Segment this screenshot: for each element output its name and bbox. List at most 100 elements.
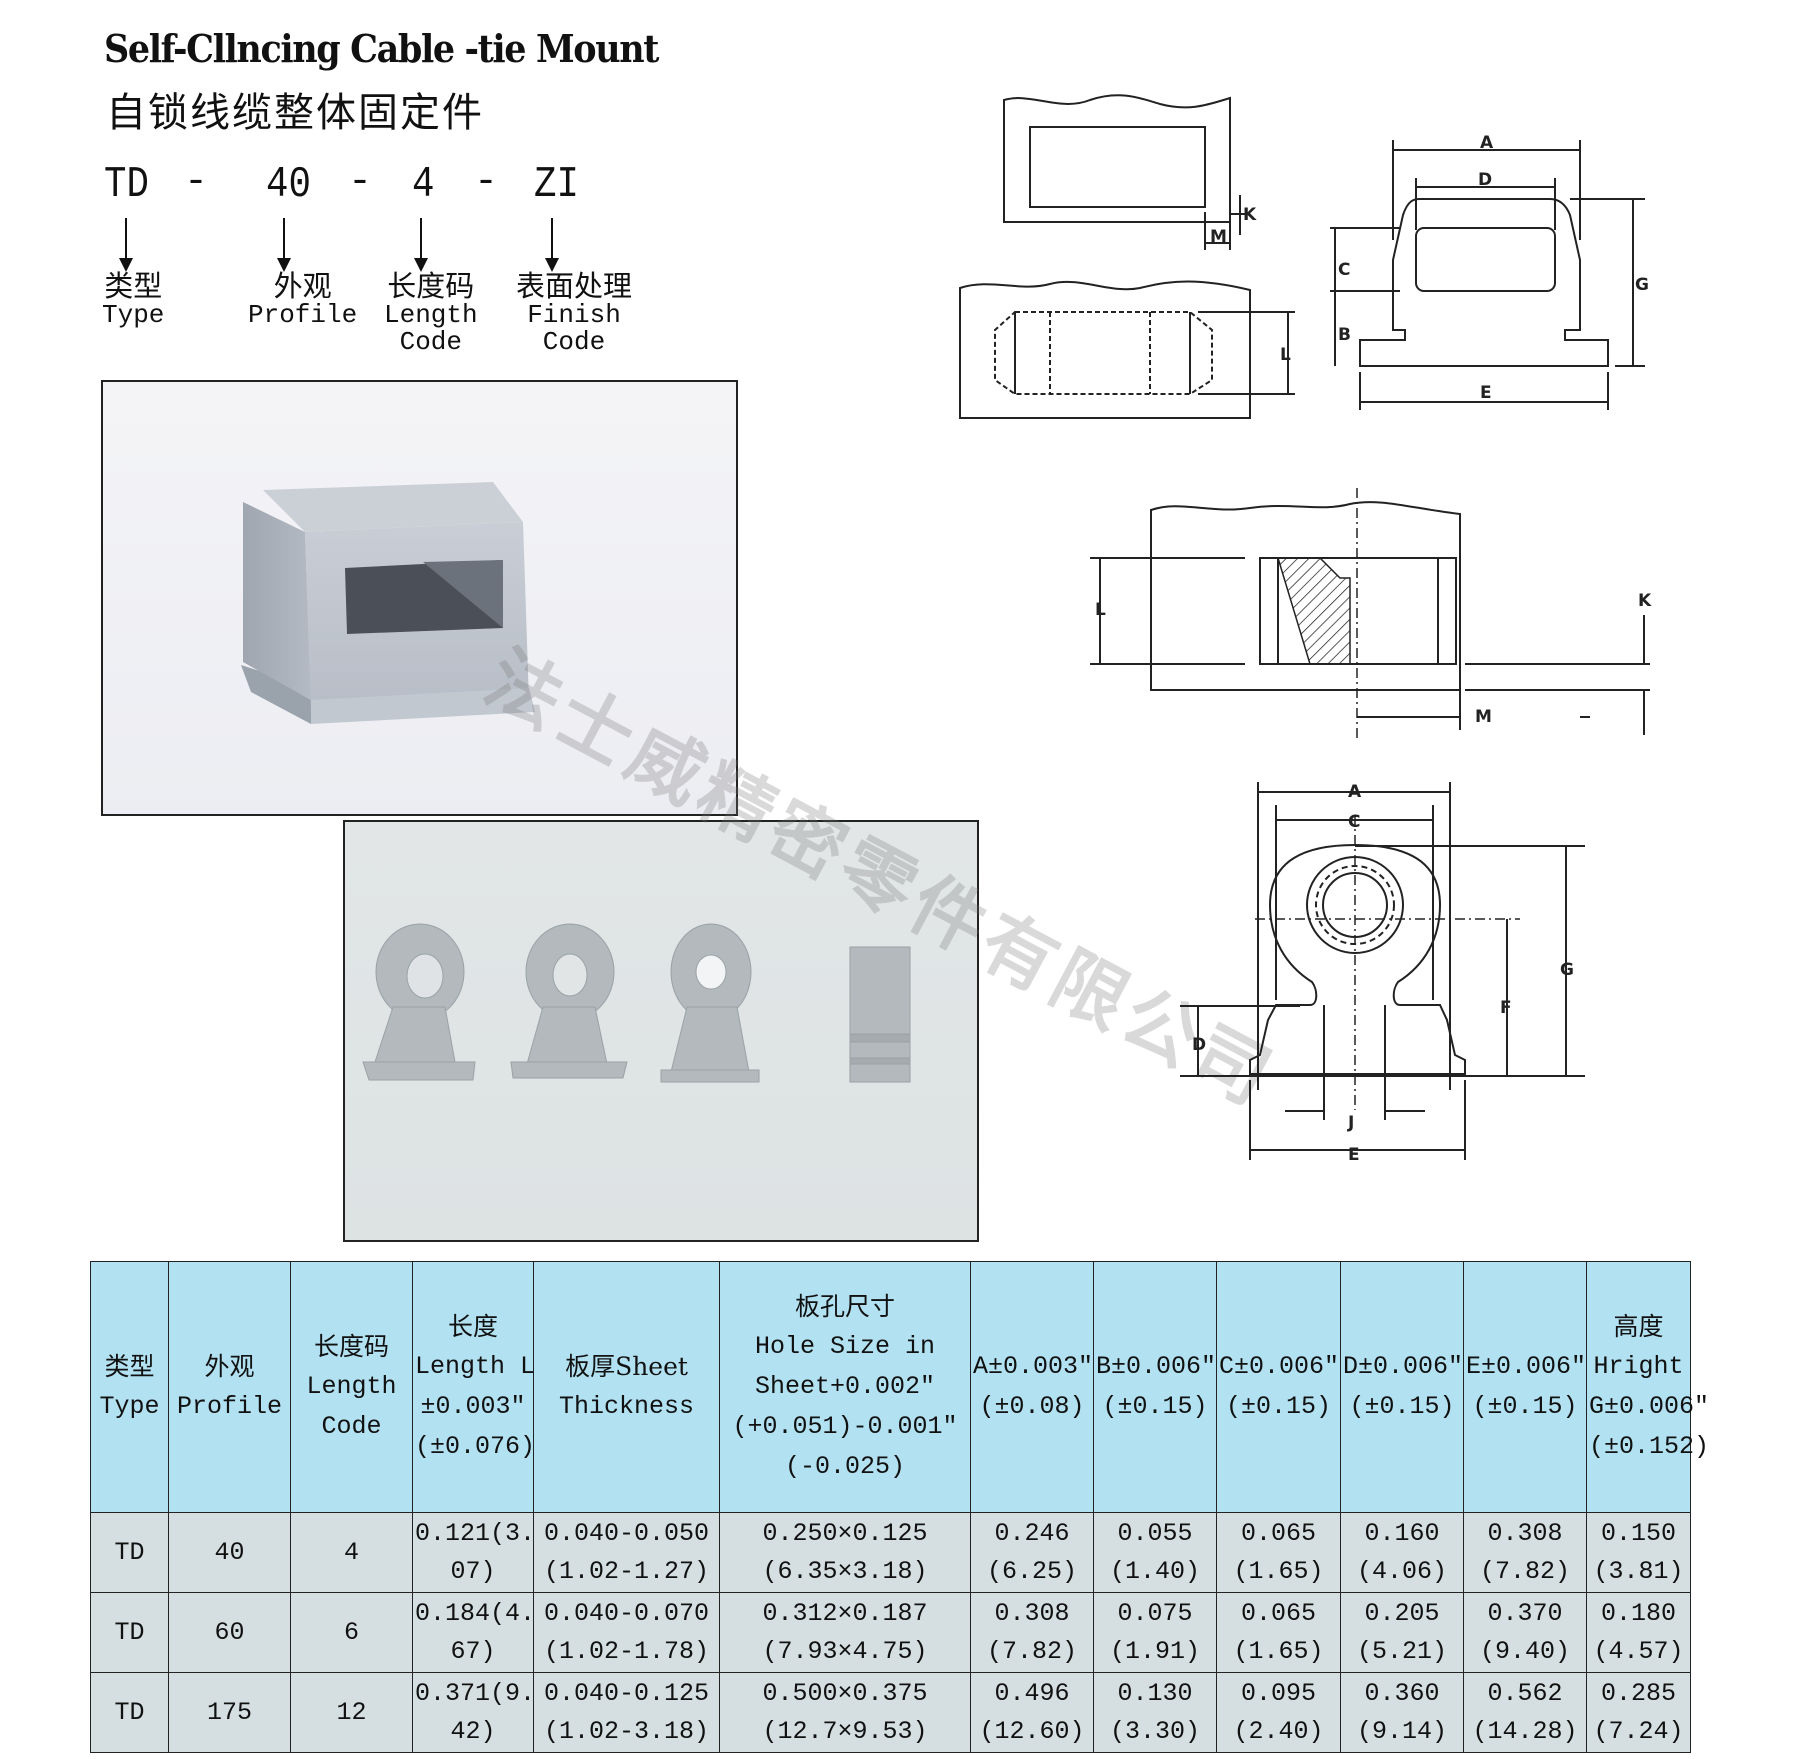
cell-length-code: 12 (290, 1672, 413, 1753)
svg-text:K: K (1638, 591, 1652, 611)
cell-profile: 60 (168, 1592, 291, 1673)
svg-text:C: C (1348, 812, 1360, 832)
legend-finish-en-1: Finish (527, 300, 621, 330)
code-type: TD (104, 160, 149, 210)
arrow-down-icon (545, 218, 559, 272)
legend-profile: 外观 Profile (248, 270, 357, 329)
code-separator: - (184, 160, 209, 205)
cell-hole-size: 0.250×0.125(6.35×3.18) (719, 1512, 971, 1593)
code-finish: ZI (534, 160, 579, 210)
product-photo-rectangular-mount (101, 380, 738, 816)
cell-dim-b: 0.075(1.91) (1093, 1592, 1217, 1673)
cell-height-g: 0.150(3.81) (1586, 1512, 1691, 1593)
title-english: Self-Cllncing Cable -tie Mount (104, 26, 659, 71)
legend-length-code: 长度码 Length Code (384, 270, 478, 356)
cell-profile: 175 (168, 1672, 291, 1753)
legend-profile-cn: 外观 (273, 269, 332, 303)
cell-dim-c: 0.065(1.65) (1216, 1512, 1341, 1593)
cell-hole-size: 0.312×0.187(7.93×4.75) (719, 1592, 971, 1673)
code-length: 4 (412, 160, 435, 210)
code-separator: - (348, 160, 373, 205)
title-chinese: 自锁线缆整体固定件 (106, 90, 484, 136)
cell-dim-b: 0.130(3.30) (1093, 1672, 1217, 1753)
cell-length-l: 0.184(4.67) (412, 1592, 535, 1673)
svg-text:E: E (1480, 383, 1492, 403)
legend-type: 类型 Type (102, 270, 164, 329)
cell-type: TD (90, 1592, 169, 1673)
round-mounts-image (362, 923, 911, 1083)
table-row: TD 40 4 0.121(3.07) 0.040-0.050(1.02-1.2… (90, 1512, 1691, 1593)
cell-dim-b: 0.055(1.40) (1093, 1512, 1217, 1593)
header-dim-e: E±0.006″(±0.15) (1463, 1261, 1587, 1513)
svg-text:A: A (1348, 782, 1362, 802)
header-dim-c: C±0.006″(±0.15) (1216, 1261, 1341, 1513)
header-dim-d: D±0.006″(±0.15) (1340, 1261, 1464, 1513)
cell-dim-d: 0.160(4.06) (1340, 1512, 1464, 1593)
svg-text:G: G (1635, 275, 1649, 295)
svg-text:F: F (1500, 998, 1512, 1018)
cell-dim-e: 0.308(7.82) (1463, 1512, 1587, 1593)
svg-text:D: D (1192, 1035, 1206, 1055)
product-photo-round-mounts (343, 820, 979, 1242)
header-dim-b: B±0.006″(±0.15) (1093, 1261, 1217, 1513)
svg-text:L: L (1095, 600, 1106, 620)
cell-height-g: 0.285(7.24) (1586, 1672, 1691, 1753)
svg-text:L: L (1280, 345, 1291, 365)
svg-text:M: M (1210, 227, 1227, 247)
cell-type: TD (90, 1672, 169, 1753)
cell-hole-size: 0.500×0.375(12.7×9.53) (719, 1672, 971, 1753)
code-profile: 40 (266, 160, 311, 210)
svg-text:J: J (1347, 1113, 1354, 1133)
cell-sheet-thickness: 0.040-0.070(1.02-1.78) (533, 1592, 720, 1673)
cell-dim-a: 0.308(7.82) (970, 1592, 1094, 1673)
cell-dim-d: 0.205(5.21) (1340, 1592, 1464, 1673)
header-dim-a: A±0.003″(±0.08) (970, 1261, 1094, 1513)
legend-profile-en: Profile (248, 300, 358, 330)
svg-text:C: C (1338, 260, 1350, 280)
dimension-drawing-icon: K M L A D C B G E L K M A C G F D J E (959, 94, 1652, 1165)
cell-sheet-thickness: 0.040-0.125(1.02-3.18) (533, 1672, 720, 1753)
code-separator: - (474, 160, 499, 205)
cell-sheet-thickness: 0.040-0.050(1.02-1.27) (533, 1512, 720, 1593)
svg-text:K: K (1243, 205, 1257, 225)
cell-dim-e: 0.562(14.28) (1463, 1672, 1587, 1753)
legend-type-cn: 类型 (104, 269, 163, 303)
cell-height-g: 0.180(4.57) (1586, 1592, 1691, 1673)
arrow-down-icon (414, 218, 428, 272)
svg-text:E: E (1348, 1145, 1360, 1165)
cell-length-l: 0.121(3.07) (412, 1512, 535, 1593)
svg-text:G: G (1560, 960, 1574, 980)
cell-dim-e: 0.370(9.40) (1463, 1592, 1587, 1673)
legend-finish-cn: 表面处理 (516, 269, 633, 303)
svg-text:A: A (1480, 133, 1494, 153)
cell-dim-a: 0.246(6.25) (970, 1512, 1094, 1593)
arrow-down-icon (277, 218, 291, 272)
legend-length-en-2: Code (399, 327, 463, 357)
cell-profile: 40 (168, 1512, 291, 1593)
legend-finish-code: 表面处理 Finish Code (516, 270, 632, 356)
table-row: TD 175 12 0.371(9.42) 0.040-0.125(1.02-3… (90, 1672, 1691, 1753)
technical-drawings: K M L A D C B G E L K M A C G F D J E (959, 94, 1652, 1165)
svg-text:D: D (1478, 170, 1492, 190)
cell-length-code: 4 (290, 1512, 413, 1593)
rectangular-mount-image (241, 482, 535, 724)
legend-type-en: Type (102, 300, 165, 330)
legend-finish-en-2: Code (542, 327, 606, 357)
svg-text:B: B (1338, 325, 1351, 345)
table-row: TD 60 6 0.184(4.67) 0.040-0.070(1.02-1.7… (90, 1592, 1691, 1673)
svg-text:M: M (1475, 707, 1492, 727)
cell-length-code: 6 (290, 1592, 413, 1673)
cell-dim-c: 0.095(2.40) (1216, 1672, 1341, 1753)
cell-length-l: 0.371(9.42) (412, 1672, 535, 1753)
legend-length-cn: 长度码 (387, 269, 475, 303)
cell-dim-c: 0.065(1.65) (1216, 1592, 1341, 1673)
cell-dim-d: 0.360(9.14) (1340, 1672, 1464, 1753)
cell-type: TD (90, 1512, 169, 1593)
arrow-down-icon (119, 218, 133, 272)
